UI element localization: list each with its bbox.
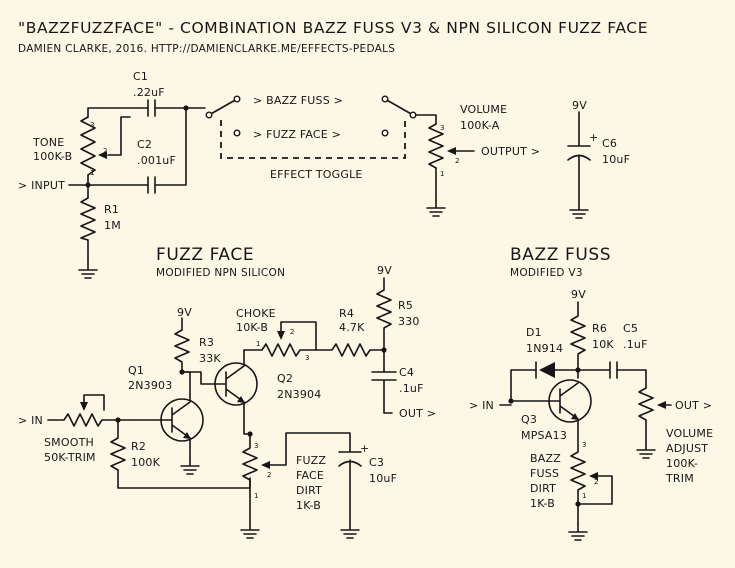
c6-supply-capacitor — [567, 111, 591, 219]
c1-value: .22uF — [133, 86, 165, 99]
r3-value: 33K — [199, 352, 221, 365]
fuzz-face-supply-a: 9V — [177, 306, 192, 319]
d1-value: 1N914 — [526, 342, 563, 355]
c6-plus: + — [589, 131, 598, 144]
fuzz-face-circuit — [47, 277, 397, 539]
bf-dirt-pin-1: 1 — [582, 492, 586, 500]
choke-pin-1: 1 — [256, 340, 260, 348]
vol-adj-line-4: TRIM — [665, 472, 694, 485]
c6-ref: C6 — [602, 137, 617, 150]
volume-ref: VOLUME — [460, 103, 507, 116]
volume-pot — [426, 123, 475, 217]
bf-dirt-pin-3: 3 — [582, 441, 586, 449]
c5-value: .1uF — [623, 338, 648, 351]
tone-pin-3: 3 — [90, 121, 94, 129]
q1-value: 2N3903 — [128, 379, 172, 392]
bazz-fuss-in-label: > IN — [469, 399, 494, 412]
volume-pin-1: 1 — [440, 170, 444, 178]
fuzz-face-out-label: OUT > — [399, 407, 436, 420]
ff-dirt-pin-3: 3 — [254, 442, 258, 450]
bazz-fuss-supply: 9V — [571, 288, 586, 301]
c4-value: .1uF — [399, 382, 424, 395]
smooth-ref: SMOOTH — [44, 436, 94, 449]
r1-value: 1M — [104, 219, 121, 232]
output-jack-label: OUTPUT > — [481, 145, 540, 158]
tone-pin-1: 1 — [90, 169, 94, 177]
fuzz-face-supply-b: 9V — [377, 264, 392, 277]
c4-ref: C4 — [399, 366, 414, 379]
c6-value: 10uF — [602, 153, 630, 166]
vol-adj-line-2: ADJUST — [666, 442, 708, 455]
ff-dirt-pin-2: 2 — [267, 471, 271, 479]
c5-ref: C5 — [623, 322, 638, 335]
r4-ref: R4 — [339, 307, 354, 320]
effect-toggle-switch — [205, 95, 437, 159]
r2-value: 100K — [131, 456, 161, 469]
bf-dirt-line-4: 1K-B — [530, 497, 555, 510]
r5-ref: R5 — [398, 299, 413, 312]
schematic-title: "BAZZFUZZFACE" - COMBINATION BAZZ FUSS V… — [18, 19, 648, 37]
c2-value: .001uF — [137, 154, 176, 167]
r6-value: 10K — [592, 338, 614, 351]
c3-ref: C3 — [369, 456, 384, 469]
ff-dirt-line-1: FUZZ — [296, 454, 326, 467]
q2-ref: Q2 — [277, 372, 293, 385]
choke-ref: CHOKE — [236, 307, 276, 320]
choke-pin-3: 3 — [305, 354, 309, 362]
r2-ref: R2 — [131, 440, 146, 453]
bazz-fuss-out-label: OUT > — [675, 399, 712, 412]
r1-ref: R1 — [104, 203, 119, 216]
toggle-fuzz-face-label: > FUZZ FACE > — [253, 128, 341, 141]
toggle-bazz-fuss-label: > BAZZ FUSS > — [253, 94, 343, 107]
c3-plus: + — [360, 442, 369, 455]
tone-value: 100K-B — [33, 150, 72, 163]
r5-value: 330 — [398, 315, 420, 328]
ff-dirt-line-4: 1K-B — [296, 499, 321, 512]
tone-pin-2: 2 — [103, 147, 107, 155]
vol-adj-line-1: VOLUME — [666, 427, 713, 440]
fuzz-face-in-label: > IN — [18, 414, 43, 427]
vol-adj-line-3: 100K- — [666, 457, 698, 470]
r6-ref: R6 — [592, 322, 607, 335]
q3-value: MPSA13 — [521, 429, 567, 442]
smooth-value: 50K-TRIM — [44, 451, 96, 464]
volume-pin-2: 2 — [455, 157, 459, 165]
c6-supply-9v: 9V — [572, 99, 587, 112]
input-jack-label: > INPUT — [18, 179, 65, 192]
r3-ref: R3 — [199, 336, 214, 349]
choke-pin-2: 2 — [290, 328, 294, 336]
choke-value: 10K-B — [236, 321, 268, 334]
volume-pin-3: 3 — [440, 124, 444, 132]
volume-value: 100K-A — [460, 119, 500, 132]
c3-value: 10uF — [369, 472, 397, 485]
d1-ref: D1 — [526, 326, 542, 339]
c2-ref: C2 — [137, 138, 152, 151]
ff-dirt-pin-1: 1 — [254, 492, 258, 500]
ff-dirt-line-3: DIRT — [296, 484, 322, 497]
bf-dirt-line-3: DIRT — [530, 482, 556, 495]
bf-dirt-line-2: FUSS — [530, 467, 559, 480]
fuzz-face-subheading: MODIFIED NPN SILICON — [156, 267, 285, 279]
input-section — [68, 99, 206, 279]
q2-value: 2N3904 — [277, 388, 321, 401]
fuzz-face-heading: FUZZ FACE — [156, 245, 254, 265]
bazz-fuss-heading: BAZZ FUSS — [510, 245, 611, 265]
schematic-subtitle: DAMIEN CLARKE, 2016. HTTP://DAMIENCLARKE… — [18, 43, 395, 55]
ff-dirt-line-2: FACE — [296, 469, 324, 482]
bazz-fuss-subheading: MODIFIED V3 — [510, 267, 583, 279]
bf-dirt-line-1: BAZZ — [530, 452, 561, 465]
q3-ref: Q3 — [521, 413, 537, 426]
tone-ref: TONE — [32, 136, 64, 149]
effect-toggle-label: EFFECT TOGGLE — [270, 168, 363, 181]
bazz-fuss-circuit — [499, 301, 672, 541]
r4-value: 4.7K — [339, 321, 365, 334]
c1-ref: C1 — [133, 70, 148, 83]
bf-dirt-pin-2: 2 — [594, 478, 598, 486]
q1-ref: Q1 — [128, 364, 144, 377]
